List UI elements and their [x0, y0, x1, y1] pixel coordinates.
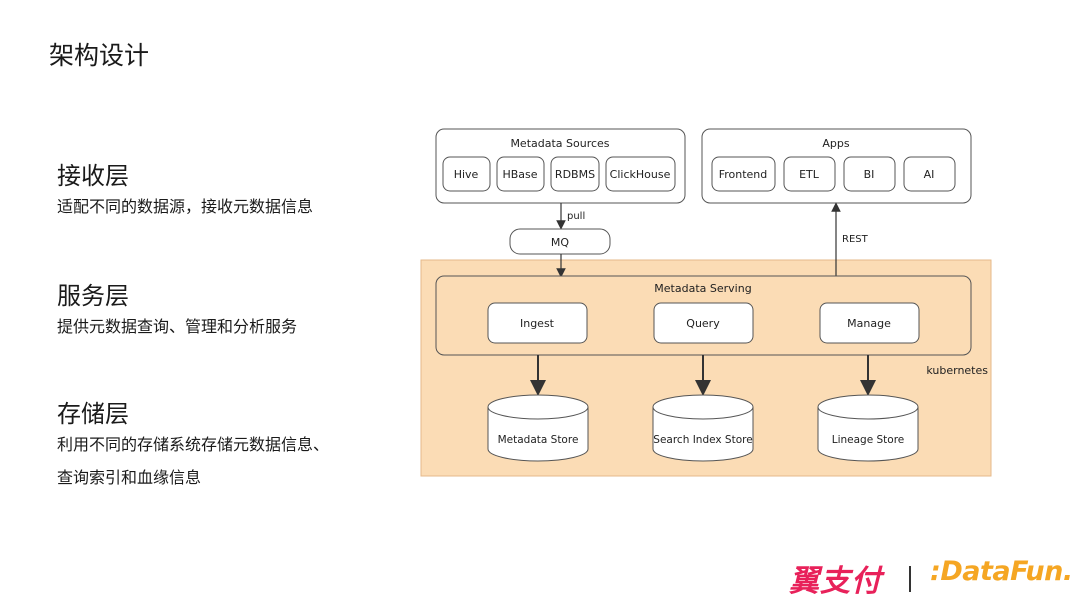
- layer-desc-receive: 适配不同的数据源，接收元数据信息: [57, 197, 314, 216]
- mq-box: [509, 228, 611, 255]
- serving-manage-box: [819, 302, 920, 344]
- apps-title: Apps: [822, 137, 849, 150]
- metadata-serving-title: Metadata Serving: [654, 282, 751, 295]
- layer-heading-service: 服务层: [57, 282, 129, 310]
- app-frontend-label: Frontend: [719, 168, 768, 181]
- serving-ingest-box: [487, 302, 588, 344]
- app-bi-label: BI: [864, 168, 875, 181]
- source-hive-box: [442, 156, 491, 192]
- source-hive-label: Hive: [454, 168, 479, 181]
- app-ai-box: [903, 156, 956, 192]
- layer-desc-storage-line1: 利用不同的存储系统存储元数据信息、: [57, 435, 330, 454]
- source-rdbms-label: RDBMS: [555, 168, 595, 181]
- search-index-store-cylinder: [652, 394, 754, 462]
- app-ai-label: AI: [924, 168, 935, 181]
- serving-ingest-label: Ingest: [520, 317, 555, 330]
- source-clickhouse-box: [605, 156, 676, 192]
- kubernetes-label: kubernetes: [926, 364, 988, 377]
- serving-manage-label: Manage: [847, 317, 891, 330]
- bestpay-logo: 翼支付: [789, 564, 882, 599]
- datafun-logo-mark: :: [930, 556, 941, 587]
- metadata-store-label: Metadata Store: [498, 434, 579, 446]
- lineage-store-label: Lineage Store: [832, 434, 905, 446]
- layer-desc-service: 提供元数据查询、管理和分析服务: [57, 317, 298, 336]
- rest-label: REST: [842, 234, 869, 245]
- source-hbase-box: [496, 156, 545, 192]
- logo-divider: [909, 566, 911, 592]
- app-etl-label: ETL: [799, 168, 820, 181]
- mq-label: MQ: [551, 236, 569, 249]
- serving-query-box: [653, 302, 754, 344]
- page-title: 架构设计: [49, 41, 150, 70]
- lineage-store-cylinder: [817, 394, 919, 462]
- app-bi-box: [843, 156, 896, 192]
- app-frontend-box: [711, 156, 776, 192]
- metadata-sources-title: Metadata Sources: [510, 137, 609, 150]
- source-hbase-label: HBase: [502, 168, 537, 181]
- datafun-logo: :DataFun.: [930, 556, 1073, 587]
- metadata-store-cylinder: [487, 394, 589, 462]
- layer-desc-storage-line2: 查询索引和血缘信息: [57, 468, 202, 487]
- app-etl-box: [783, 156, 836, 192]
- datafun-logo-text: DataFun.: [940, 556, 1073, 587]
- layer-heading-receive: 接收层: [57, 162, 129, 190]
- source-rdbms-box: [550, 156, 600, 192]
- search-index-store-label: Search Index Store: [653, 434, 752, 446]
- serving-query-label: Query: [686, 317, 720, 330]
- pull-label: pull: [567, 211, 585, 222]
- layer-heading-storage: 存储层: [57, 400, 129, 428]
- source-clickhouse-label: ClickHouse: [610, 168, 671, 181]
